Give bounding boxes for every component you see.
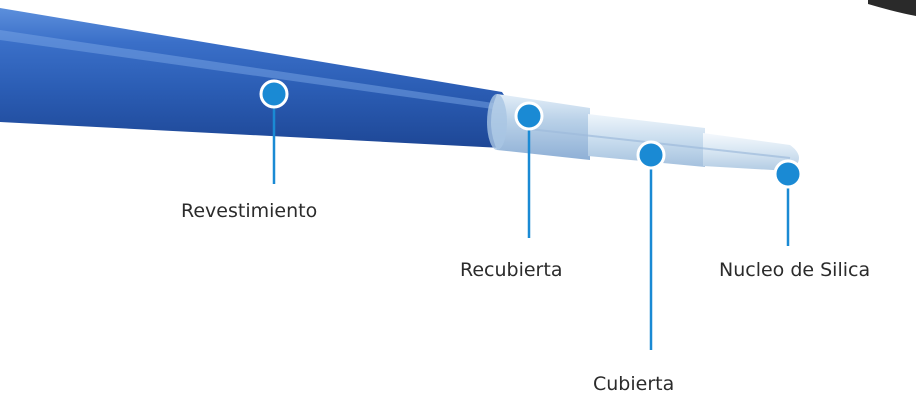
callout-marker-nucleo — [773, 159, 803, 189]
callout-marker-cubierta — [636, 140, 666, 170]
callout-marker-recubierta — [514, 101, 544, 131]
label-cubierta: Cubierta — [593, 373, 675, 395]
cladding-shape — [588, 114, 705, 167]
label-nucleo-de-silica: Nucleo de Silica — [719, 259, 871, 281]
label-recubierta: Recubierta — [460, 259, 563, 281]
label-revestimiento: Revestimiento — [181, 200, 318, 222]
callout-marker-revestimiento — [259, 79, 289, 109]
core-shape — [703, 133, 799, 171]
corner-object — [868, 0, 916, 16]
jacket-shape — [0, 8, 511, 148]
jacket-highlight — [0, 30, 500, 110]
coating-edge — [487, 94, 507, 150]
